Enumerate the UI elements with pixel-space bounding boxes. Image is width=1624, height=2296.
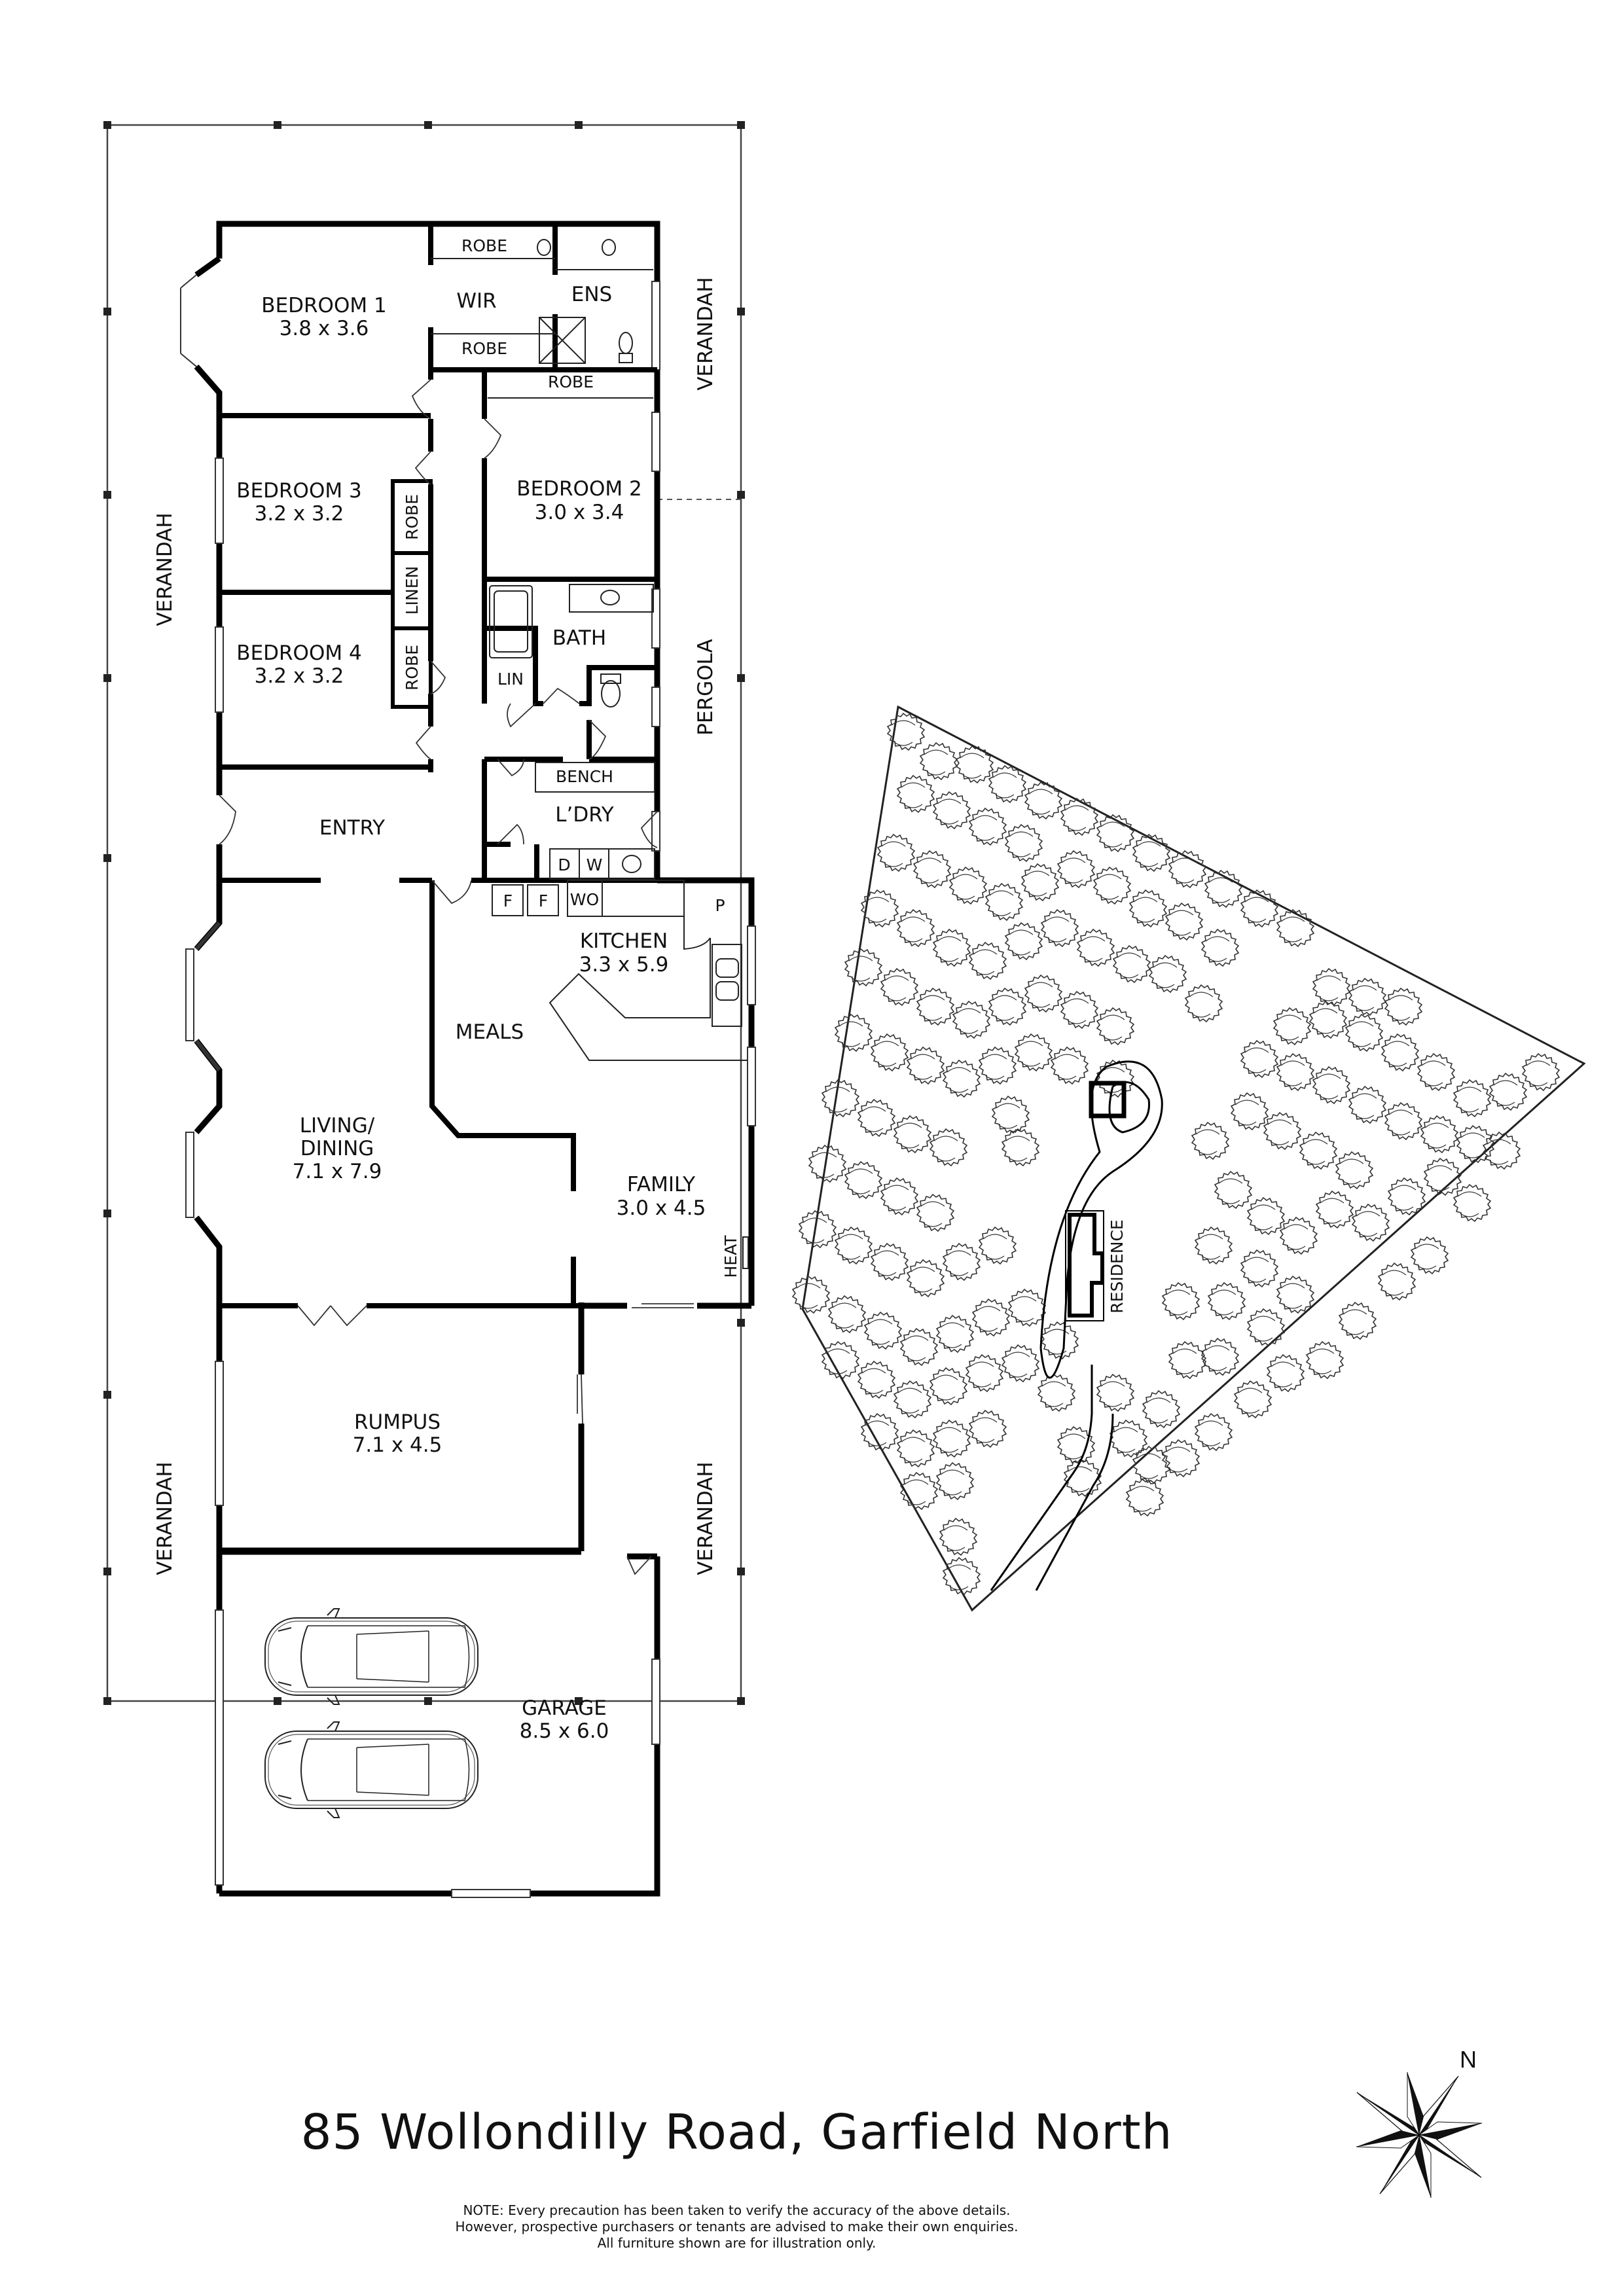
label-fridge: F [503, 891, 513, 910]
fixtures [431, 239, 749, 1269]
label-robe: ROBE [461, 339, 507, 358]
room-dims-garage: 8.5 x 6.0 [520, 1719, 609, 1743]
label-robe: ROBE [403, 494, 422, 540]
room-dims-rumpus: 7.1 x 4.5 [353, 1433, 442, 1457]
label-ens: ENS [571, 283, 612, 306]
room-label-living-line1: LIVING/ [300, 1114, 375, 1138]
label-meals: MEALS [456, 1020, 524, 1044]
label-dryer: D [558, 855, 570, 874]
label-verandah: VERANDAH [694, 1462, 717, 1575]
label-robe: ROBE [403, 645, 422, 691]
room-label-bedroom3: BEDROOM 3 [236, 479, 361, 503]
room-dims-family: 3.0 x 4.5 [617, 1196, 706, 1220]
windows [180, 274, 756, 1898]
label-bath: BATH [552, 626, 606, 650]
label-fridge: F [539, 891, 548, 910]
label-bench: BENCH [556, 767, 613, 786]
exterior-walls [194, 221, 755, 1897]
label-pantry: P [715, 896, 725, 915]
car-icon [264, 1608, 478, 1705]
room-dims-living: 7.1 x 7.9 [293, 1160, 382, 1183]
label-lin: LIN [497, 670, 524, 689]
room-dims-bedroom1: 3.8 x 3.6 [280, 317, 369, 340]
label-robe: ROBE [548, 372, 594, 391]
verandah-outline [106, 124, 742, 1702]
label-wall-oven: WO [570, 890, 599, 909]
interior-walls [219, 224, 657, 1308]
room-labels: BEDROOM 1 3.8 x 3.6 WIR ENS ROBE ROBE RO… [153, 236, 740, 1743]
room-label-family: FAMILY [627, 1173, 695, 1196]
room-dims-bedroom2: 3.0 x 3.4 [535, 501, 624, 524]
label-verandah: VERANDAH [694, 277, 717, 390]
room-dims-bedroom3: 3.2 x 3.2 [255, 502, 344, 526]
site-plan: RESIDENCE [792, 705, 1586, 1612]
room-dims-kitchen: 3.3 x 5.9 [579, 953, 669, 977]
disclaimer-line: All furniture shown are for illustration… [597, 2235, 876, 2251]
room-label-rumpus: RUMPUS [354, 1410, 441, 1434]
compass-north-label: N [1460, 2046, 1477, 2073]
doors [219, 379, 694, 1575]
label-residence: RESIDENCE [1108, 1219, 1127, 1313]
label-heater: HEAT [721, 1235, 740, 1278]
room-label-living-line2: DINING [300, 1137, 374, 1160]
disclaimer-line: NOTE: Every precaution has been taken to… [463, 2202, 1011, 2218]
label-entry: ENTRY [319, 816, 385, 840]
label-washer: W [586, 855, 603, 874]
property-boundary [801, 705, 1586, 1612]
room-label-kitchen: KITCHEN [580, 929, 668, 953]
room-label-bedroom4: BEDROOM 4 [236, 641, 361, 665]
disclaimer-line: However, prospective purchasers or tenan… [455, 2219, 1019, 2234]
trees [792, 713, 1560, 1595]
car-icon [264, 1721, 478, 1818]
label-robe: ROBE [461, 236, 507, 255]
label-linen: LINEN [403, 566, 422, 615]
label-verandah: VERANDAH [153, 1462, 177, 1575]
label-laundry: L’DRY [555, 803, 614, 827]
label-pergola: PERGOLA [694, 639, 717, 735]
label-verandah: VERANDAH [153, 512, 177, 626]
room-label-garage: GARAGE [522, 1696, 607, 1720]
verandah-posts [103, 121, 745, 1705]
driveway [990, 1060, 1163, 1591]
room-dims-bedroom4: 3.2 x 3.2 [255, 664, 344, 688]
outbuilding-icon [1089, 1081, 1127, 1119]
label-wir: WIR [456, 289, 496, 313]
property-address-title: 85 Wollondilly Road, Garfield North [300, 2104, 1173, 2161]
room-label-bedroom1: BEDROOM 1 [261, 294, 386, 317]
residence-footprint [1065, 1210, 1104, 1321]
disclaimer-note: NOTE: Every precaution has been taken to… [0, 2202, 1624, 2251]
compass-rose-icon: N [1356, 2046, 1483, 2198]
room-label-bedroom2: BEDROOM 2 [516, 477, 641, 501]
